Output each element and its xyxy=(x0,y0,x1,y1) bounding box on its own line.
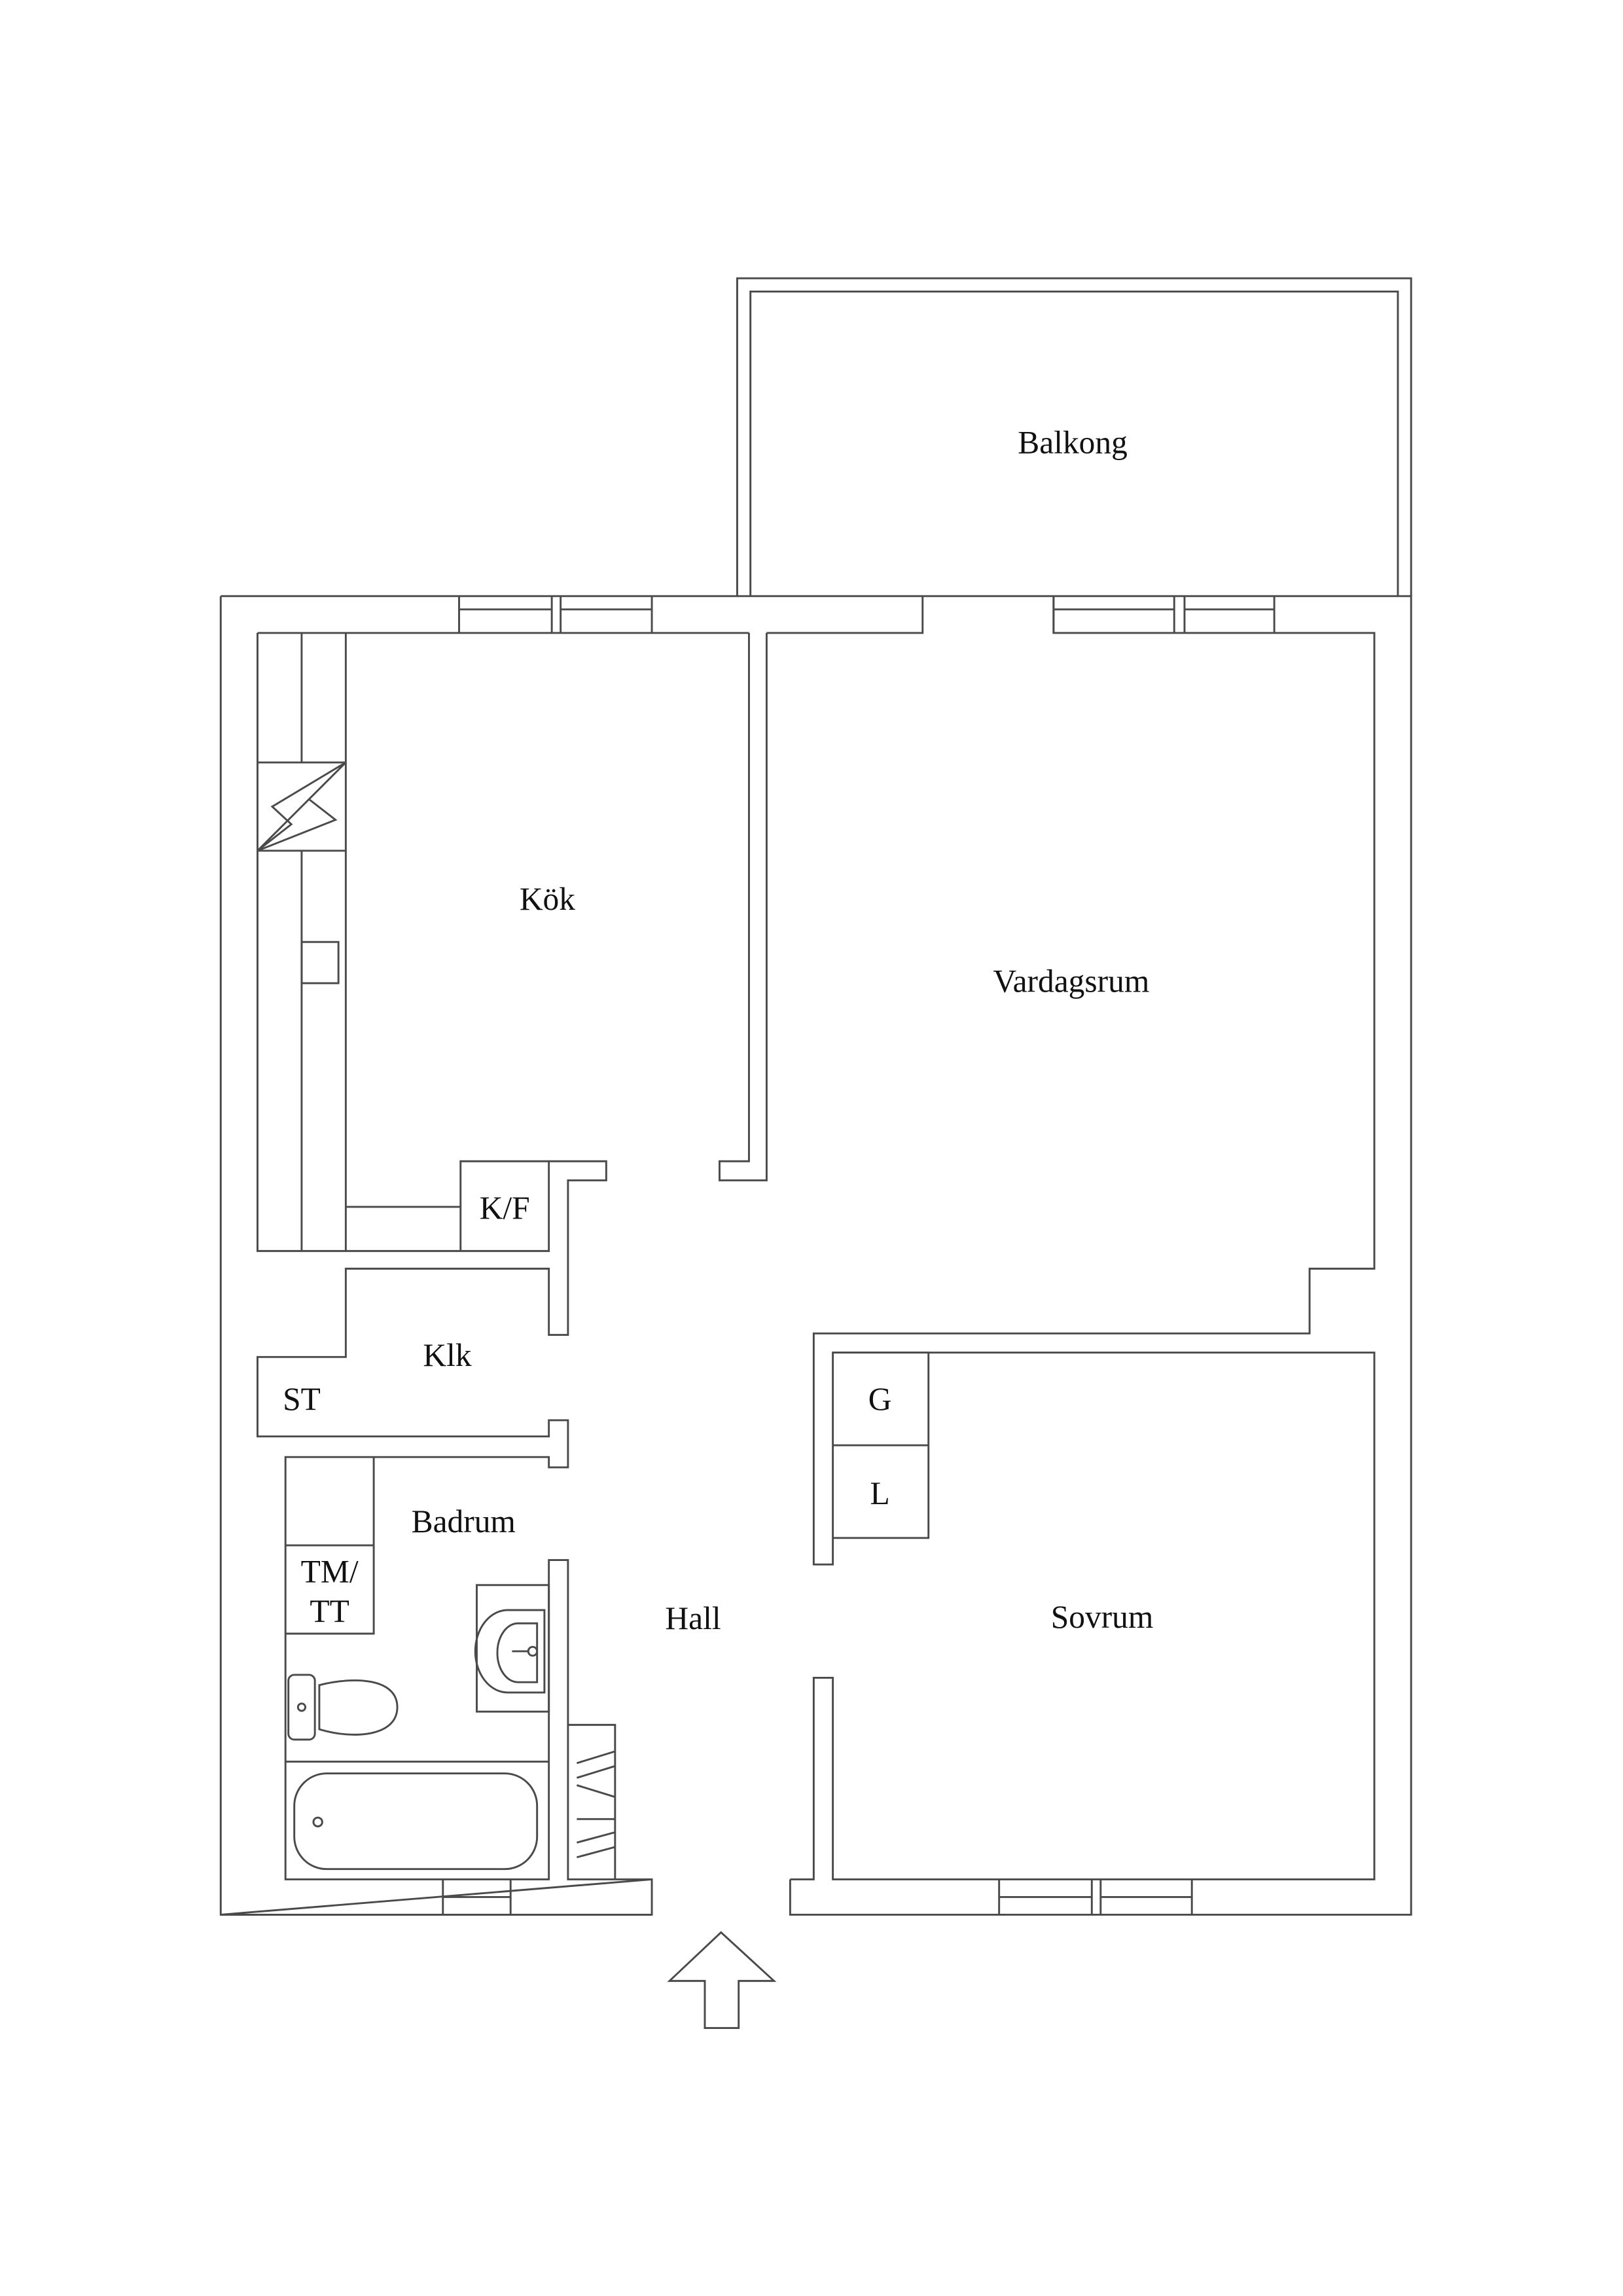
lightning-icon xyxy=(257,761,347,852)
label-washer-line2: TT xyxy=(310,1593,349,1629)
windows xyxy=(442,596,1275,1915)
label-closet: Klk xyxy=(423,1337,471,1373)
label-balcony: Balkong xyxy=(1018,425,1128,461)
label-wardrobe-g: G xyxy=(868,1381,892,1417)
kitchen-sink xyxy=(300,941,340,984)
arrow-up-icon xyxy=(667,1931,777,2030)
label-hall: Hall xyxy=(665,1600,721,1636)
outer-walls xyxy=(219,595,1412,1916)
toilet-tank xyxy=(287,1674,316,1741)
wardrobes xyxy=(285,1352,930,1763)
label-living-room: Vardagsrum xyxy=(993,963,1149,999)
label-storage: ST xyxy=(283,1381,321,1417)
label-bathroom: Badrum xyxy=(412,1503,516,1539)
hall-closet xyxy=(567,1723,616,1880)
toilet-bowl xyxy=(318,1679,399,1736)
sink-cabinet xyxy=(476,1584,550,1713)
bathtub xyxy=(293,1772,539,1871)
balcony xyxy=(736,277,1412,596)
label-kitchen: Kök xyxy=(520,881,575,917)
label-wardrobe-l: L xyxy=(870,1475,889,1511)
washbasin xyxy=(474,1609,546,1694)
kitchen-counters xyxy=(257,633,461,1251)
label-fridge-freezer: K/F xyxy=(480,1190,530,1226)
bathroom-fixtures xyxy=(287,1584,550,1871)
label-washer-line1: TM/ xyxy=(301,1553,359,1589)
label-bedroom: Sovrum xyxy=(1051,1599,1154,1635)
